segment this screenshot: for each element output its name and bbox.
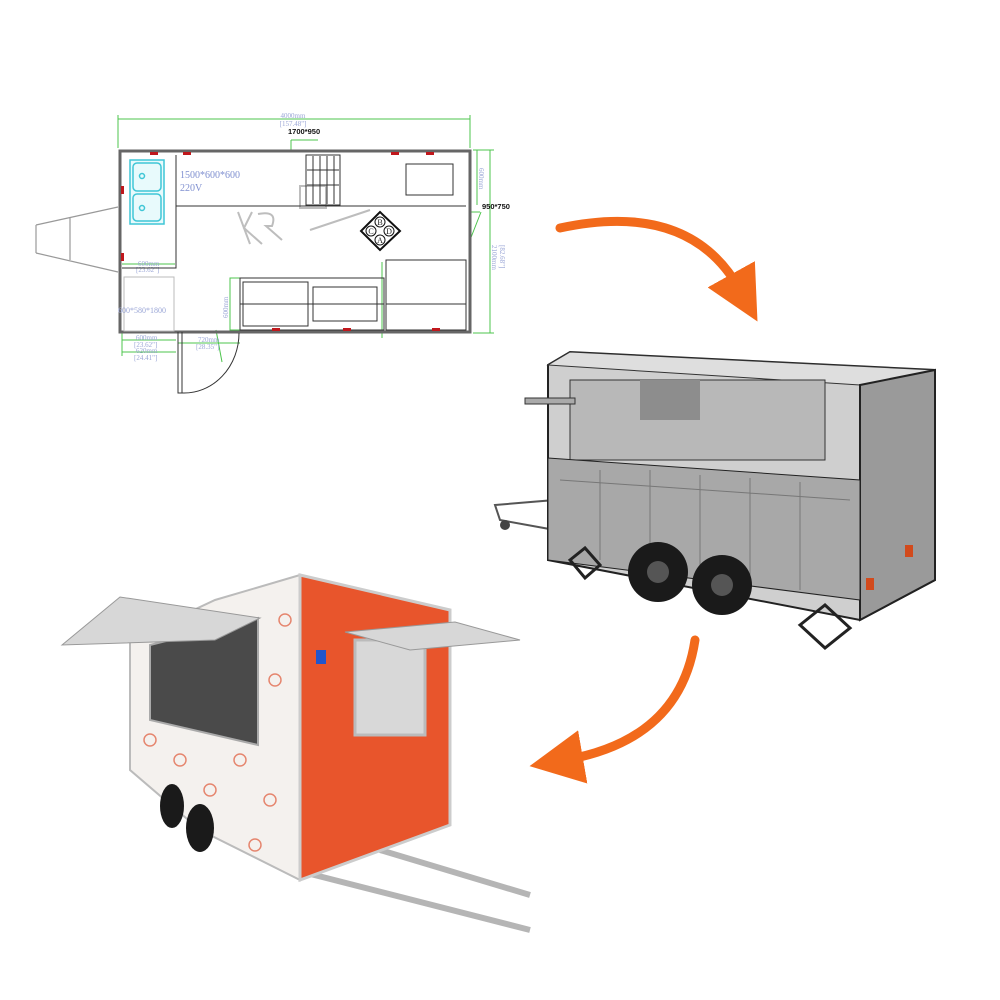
wheels-photo bbox=[160, 784, 214, 852]
counter-spec-label: 1500*600*600 bbox=[180, 170, 240, 181]
width-label: 2100mm bbox=[490, 245, 498, 270]
overall-length-inch-label: [157.48"] bbox=[280, 120, 307, 128]
bottom-width-600-label: 600mm bbox=[136, 334, 158, 342]
burner-d-label: D bbox=[386, 227, 392, 236]
bottom-width-620-label: 620mm bbox=[136, 347, 158, 355]
interior-fixtures bbox=[122, 154, 467, 332]
overall-length-label: 4000mm bbox=[281, 112, 306, 120]
arrow-left-down bbox=[529, 635, 700, 784]
side-window bbox=[353, 638, 427, 737]
drawbar-plan bbox=[35, 206, 119, 273]
process-arrows bbox=[529, 216, 758, 784]
trailer-3d-render bbox=[493, 350, 936, 650]
double-sink bbox=[129, 159, 165, 225]
dimension-lines bbox=[117, 115, 494, 363]
trailer-walls bbox=[118, 149, 472, 334]
voltage-label: 220V bbox=[180, 183, 203, 194]
trailer-photo bbox=[60, 573, 531, 933]
door-width-inch-label: [28.35"] bbox=[196, 343, 219, 351]
counter-depth-label: 600mm bbox=[477, 168, 485, 190]
jack-stand-front bbox=[567, 545, 603, 581]
serving-awning bbox=[60, 596, 262, 646]
arrow-right-down bbox=[555, 216, 758, 322]
power-socket bbox=[316, 650, 326, 664]
serving-window-size-label: 1700*950 bbox=[288, 127, 320, 136]
fridge-spec-label: 600*580*1800 bbox=[118, 306, 166, 315]
door-width-label: 720mm bbox=[198, 336, 220, 344]
power-outlets bbox=[121, 152, 440, 331]
grill-rack bbox=[305, 154, 341, 206]
jack-stand-rear bbox=[797, 603, 853, 650]
wheels-3d bbox=[628, 542, 752, 615]
side-window-size-label: 950*750 bbox=[482, 202, 510, 211]
burner-c-label: C bbox=[368, 227, 373, 236]
brand-watermark-logo bbox=[237, 185, 371, 245]
bottom-width-600-inch-label: [23.62"] bbox=[134, 341, 157, 349]
bottom-width-620-inch-label: [24.41"] bbox=[134, 354, 157, 362]
burner-b-label: B bbox=[377, 218, 382, 227]
width-inch-label: [82.68"] bbox=[498, 245, 506, 268]
counter-block bbox=[405, 163, 454, 196]
door-plan bbox=[177, 332, 240, 394]
burner-a-label: A bbox=[377, 236, 383, 245]
sink-width-inch-label: [23.62"] bbox=[136, 266, 159, 274]
stove-burners: A B C D bbox=[359, 210, 402, 252]
front-counter-depth-label: 600mm bbox=[222, 296, 230, 318]
side-awning bbox=[344, 621, 521, 651]
sink-width-label: 600mm bbox=[138, 260, 160, 268]
floor-plan-blueprint: 4000mm [157.48"] 1700*950 950*750 2100mm… bbox=[35, 112, 510, 394]
drawbar-photo bbox=[294, 847, 531, 933]
